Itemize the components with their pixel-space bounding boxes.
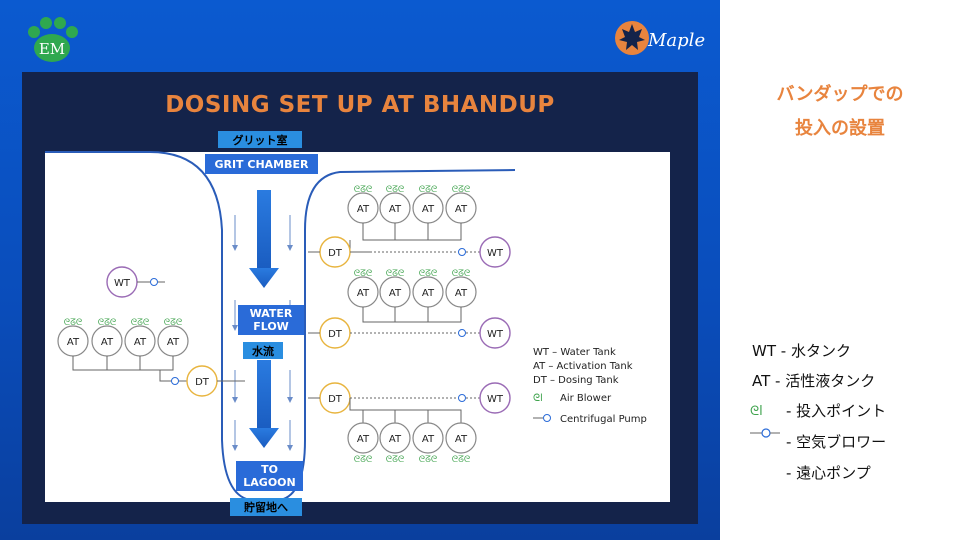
at-tank: AT ᘓᘔᘓ <box>157 318 189 357</box>
svg-text:ᘓᘔᘓ: ᘓᘔᘓ <box>386 269 405 279</box>
tank-label: DT <box>328 394 343 405</box>
svg-text:ᘓᘔᘓ: ᘓᘔᘓ <box>354 269 373 279</box>
maple-logo-text: Maple <box>647 30 705 51</box>
main-flow-arrow <box>249 190 279 448</box>
em-logo-text: EM <box>39 40 65 58</box>
tank-label: AT <box>389 434 402 445</box>
legend-pump-jp: - 遠心ポンプ <box>786 464 871 482</box>
svg-text:ᘓᘔᘓ: ᘓᘔᘓ <box>98 318 117 328</box>
air-blower-icon: ᘓl <box>533 393 543 404</box>
tank-label: WT <box>487 248 504 259</box>
tank-label: AT <box>455 288 468 299</box>
svg-text:ᘓl: ᘓl <box>750 404 763 418</box>
svg-text:ᘓᘔᘓ: ᘓᘔᘓ <box>354 455 373 465</box>
legend-at-jp: AT - 活性液タンク <box>752 372 876 390</box>
svg-text:ᘓᘔᘓ: ᘓᘔᘓ <box>131 318 150 328</box>
dosing-diagram: WT AT ᘓᘔᘓ AT ᘓᘔᘓ AT ᘓᘔᘓ AT ᘓᘔᘓ DT <box>45 151 647 501</box>
svg-text:ᘓᘔᘓ: ᘓᘔᘓ <box>419 269 438 279</box>
diagram-legend: WT – Water Tank AT – Activation Tank DT … <box>533 347 647 425</box>
tank-label: DT <box>328 329 343 340</box>
legend-dt: DT – Dosing Tank <box>533 375 619 386</box>
svg-text:ᘓᘔᘓ: ᘓᘔᘓ <box>452 269 471 279</box>
left-at-row: AT ᘓᘔᘓ AT ᘓᘔᘓ AT ᘓᘔᘓ AT ᘓᘔᘓ DT <box>57 318 245 397</box>
tank-label: AT <box>357 288 370 299</box>
tank-label: AT <box>389 288 402 299</box>
pump-icon-right <box>750 428 780 438</box>
legend-air-blower-jp: - 空気ブロワー <box>786 433 887 451</box>
legend-at: AT – Activation Tank <box>533 361 633 372</box>
tank-label: AT <box>134 337 147 348</box>
legend-pump: Centrifugal Pump <box>560 414 647 425</box>
svg-text:ᘓᘔᘓ: ᘓᘔᘓ <box>419 455 438 465</box>
tank-label: AT <box>422 434 435 445</box>
tank-label: AT <box>167 337 180 348</box>
at-tank: AT ᘓᘔᘓ <box>91 318 123 357</box>
water-flow-jp-label: 水流 <box>243 342 283 359</box>
legend-blower: Air Blower <box>560 393 612 404</box>
svg-text:ᘓᘔᘓ: ᘓᘔᘓ <box>386 185 405 195</box>
tank-label: AT <box>422 288 435 299</box>
legend-dosing-point-jp: - 投入ポイント <box>786 402 887 420</box>
to-lagoon-jp-label: 貯留地へ <box>230 498 302 516</box>
tank-label: AT <box>455 204 468 215</box>
right-unit-1: AT AT AT AT ᘓᘔᘓ ᘓᘔᘓ ᘓᘔᘓ ᘓᘔᘓ DT WT <box>308 185 511 268</box>
tank-label: AT <box>67 337 80 348</box>
slide-title: DOSING SET UP AT BHANDUP <box>165 92 555 118</box>
grit-chamber-box: GRIT CHAMBER <box>205 154 318 174</box>
to-lagoon-box: TO LAGOON <box>236 461 303 491</box>
air-blower-icon-right: ᘓl <box>750 404 763 418</box>
svg-text:ᘓᘔᘓ: ᘓᘔᘓ <box>386 455 405 465</box>
tank-label: AT <box>389 204 402 215</box>
water-flow-box: WATER FLOW <box>238 305 304 335</box>
svg-text:ᘓᘔᘓ: ᘓᘔᘓ <box>419 185 438 195</box>
tank-label: AT <box>455 434 468 445</box>
grit-chamber-jp-label: グリット室 <box>218 131 302 148</box>
left-wt-unit: WT <box>106 266 165 298</box>
tank-label: AT <box>101 337 114 348</box>
tank-label: WT <box>114 278 131 289</box>
tank-label: DT <box>328 248 343 259</box>
svg-text:ᘓᘔᘓ: ᘓᘔᘓ <box>452 185 471 195</box>
tank-label: WT <box>487 394 504 405</box>
at-tank: AT ᘓᘔᘓ <box>57 318 89 357</box>
svg-text:ᘓᘔᘓ: ᘓᘔᘓ <box>164 318 183 328</box>
legend-wt-jp: WT - 水タンク <box>752 342 851 360</box>
at-tank: AT ᘓᘔᘓ <box>124 318 156 357</box>
tank-label: AT <box>422 204 435 215</box>
right-unit-2: AT AT AT AT ᘓᘔᘓ ᘓᘔᘓ ᘓᘔᘓ ᘓᘔᘓ DT WT <box>308 269 511 349</box>
tank-label: AT <box>357 204 370 215</box>
right-heading-line1: バンダップでの <box>776 84 904 105</box>
tank-label: DT <box>195 377 210 388</box>
svg-text:ᘓᘔᘓ: ᘓᘔᘓ <box>452 455 471 465</box>
legend-wt: WT – Water Tank <box>533 347 616 358</box>
right-heading-line2: 投入の設置 <box>795 118 885 139</box>
tank-label: WT <box>487 329 504 340</box>
right-unit-3: DT WT AT AT AT AT ᘓᘔᘓ ᘓᘔᘓ ᘓᘔᘓ ᘓᘔᘓ <box>308 382 511 465</box>
maple-logo: Maple <box>612 14 712 62</box>
tank-label: AT <box>357 434 370 445</box>
svg-text:ᘓᘔᘓ: ᘓᘔᘓ <box>64 318 83 328</box>
pump-icon <box>543 414 551 422</box>
em-logo: EM <box>22 12 82 64</box>
at-row-top: AT AT AT AT ᘓᘔᘓ ᘓᘔᘓ ᘓᘔᘓ ᘓᘔᘓ <box>347 185 477 224</box>
svg-text:ᘓᘔᘓ: ᘓᘔᘓ <box>354 185 373 195</box>
